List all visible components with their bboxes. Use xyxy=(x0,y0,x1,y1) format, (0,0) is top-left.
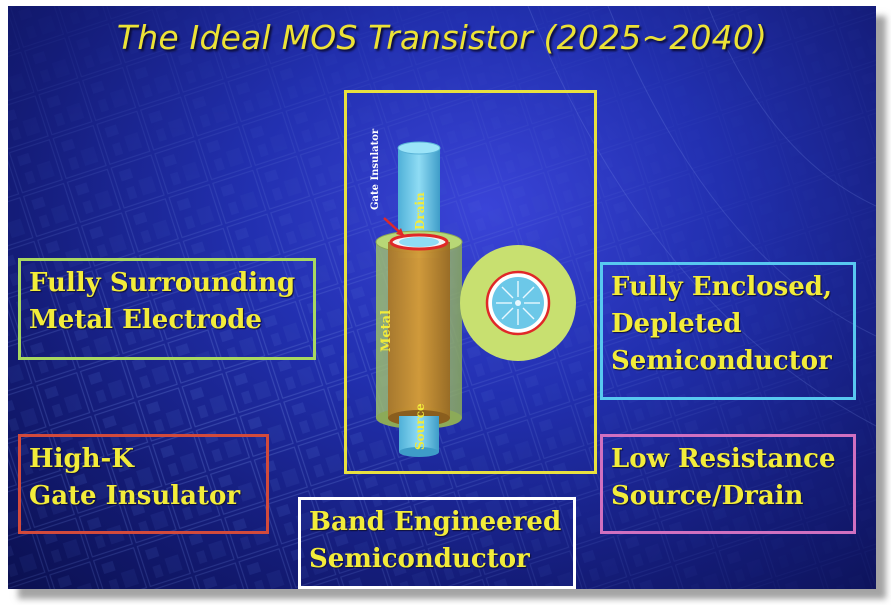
source-pillar xyxy=(399,416,439,457)
metal-electrode-label-box: Fully Surrounding Metal Electrode xyxy=(18,258,316,360)
cross-section-disc xyxy=(460,245,576,361)
low-resistance-label-box: Low Resistance Source/Drain xyxy=(600,434,856,534)
metal-electrode-line1: Fully Surrounding xyxy=(29,268,296,298)
fully-enclosed-line2: Depleted xyxy=(611,309,742,339)
slide: The Ideal MOS Transistor (2025~2040) Ful… xyxy=(8,6,876,589)
band-engineered-label-box: Band Engineered Semiconductor xyxy=(298,497,576,589)
source-label: Source xyxy=(413,403,427,450)
gate-insulator-label: Gate Insulator xyxy=(370,128,381,210)
fully-enclosed-label-box: Fully Enclosed, Depleted Semiconductor xyxy=(600,262,856,400)
diagram-frame xyxy=(344,90,597,474)
fully-enclosed-line3: Semiconductor xyxy=(611,346,832,376)
metal-label: Metal xyxy=(379,310,394,352)
high-k-label-box: High-K Gate Insulator xyxy=(18,434,269,534)
low-resistance-line2: Source/Drain xyxy=(611,481,804,511)
band-engineered-line1: Band Engineered xyxy=(309,507,562,537)
low-resistance-line1: Low Resistance xyxy=(611,444,836,474)
band-engineered-line2: Semiconductor xyxy=(309,544,530,574)
metal-electrode-line2: Metal Electrode xyxy=(29,305,262,335)
high-k-line1: High-K xyxy=(29,444,134,474)
transistor-diagram: Gate Insulator Drain Metal Source xyxy=(370,128,576,457)
drain-label: Drain xyxy=(413,192,427,230)
depletion-arrows xyxy=(496,281,540,325)
fully-enclosed-line1: Fully Enclosed, xyxy=(611,272,832,302)
slide-title: The Ideal MOS Transistor (2025~2040) xyxy=(116,18,768,57)
high-k-line2: Gate Insulator xyxy=(29,481,241,511)
metal-gate xyxy=(388,242,450,426)
